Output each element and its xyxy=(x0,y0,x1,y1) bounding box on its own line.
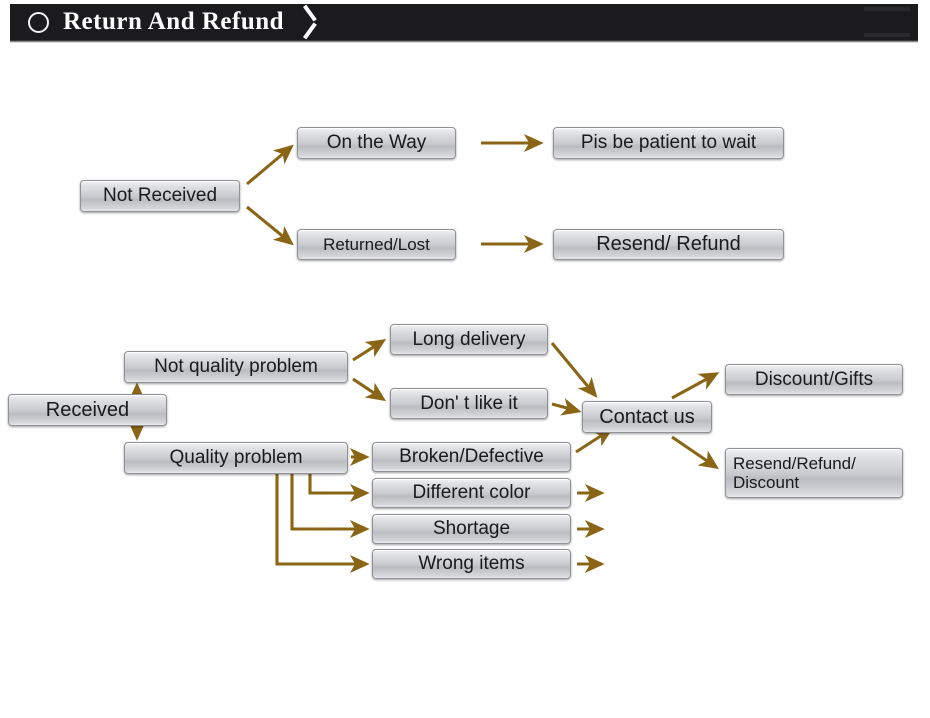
node-label: Long delivery xyxy=(412,328,526,350)
edge-notquality-dontlike xyxy=(352,377,387,402)
node-label: Discount/Gifts xyxy=(754,368,874,390)
node-label: Not quality problem xyxy=(154,356,318,377)
node-different-color[interactable]: Different color xyxy=(372,478,571,508)
edge-longdelivery-contactus xyxy=(550,342,598,398)
edge-quality-shortage xyxy=(290,474,370,538)
node-label: On the Way xyxy=(326,132,427,153)
node-resend-refund-discount[interactable]: Resend/Refund/ Discount xyxy=(725,448,903,498)
node-discount-gifts[interactable]: Discount/Gifts xyxy=(725,364,903,395)
node-not-received[interactable]: Not Received xyxy=(80,180,240,212)
node-received[interactable]: Received xyxy=(8,394,167,426)
edge-notreceived-ontheway xyxy=(246,144,294,186)
node-label: Not Received xyxy=(102,185,218,206)
edge-dontlike-contactus xyxy=(551,398,582,416)
edge-quality-diffcolor xyxy=(308,474,370,502)
edge-contactus-discountgifts xyxy=(671,372,720,400)
edge-quality-wrongitems xyxy=(275,474,370,573)
node-broken-defective[interactable]: Broken/Defective xyxy=(372,442,571,472)
edge-contactus-resendrefunddiscount xyxy=(671,435,720,470)
node-label: Resend/ Refund xyxy=(596,233,741,255)
header-shadow xyxy=(10,40,918,43)
edge-broken-contactus xyxy=(575,427,614,454)
node-pls-be-patient-to-wait[interactable]: Pis be patient to wait xyxy=(553,127,784,159)
node-resend-refund[interactable]: Resend/ Refund xyxy=(553,229,784,260)
node-label: Contact us xyxy=(599,405,695,428)
node-label: Quality problem xyxy=(169,447,303,468)
node-label: Don' t like it xyxy=(420,392,518,414)
node-dont-like-it[interactable]: Don' t like it xyxy=(390,388,548,419)
node-quality-problem[interactable]: Quality problem xyxy=(124,442,348,474)
node-wrong-items[interactable]: Wrong items xyxy=(372,549,571,579)
node-long-delivery[interactable]: Long delivery xyxy=(390,324,548,355)
node-label: Pis be patient to wait xyxy=(580,132,757,153)
node-label: Returned/Lost xyxy=(323,234,430,254)
node-label: Received xyxy=(45,398,130,421)
edge-notquality-longdelivery xyxy=(352,339,387,362)
page-title: Return And Refund xyxy=(63,8,285,35)
node-label: Resend/Refund/ Discount xyxy=(733,454,856,493)
node-label: Shortage xyxy=(432,518,511,539)
node-on-the-way[interactable]: On the Way xyxy=(297,127,456,159)
node-not-quality-problem[interactable]: Not quality problem xyxy=(124,351,348,383)
header-strip-bottom xyxy=(864,33,910,37)
node-returned-lost[interactable]: Returned/Lost xyxy=(297,229,456,260)
node-contact-us[interactable]: Contact us xyxy=(582,401,712,433)
page-header-bar: Return And Refund xyxy=(10,4,918,40)
node-label: Broken/Defective xyxy=(399,446,544,467)
edge-notreceived-returnedlost xyxy=(246,205,294,246)
circle-outline-icon xyxy=(28,11,49,33)
node-label: Wrong items xyxy=(418,553,525,574)
node-shortage[interactable]: Shortage xyxy=(372,514,571,544)
node-label: Different color xyxy=(412,482,531,503)
header-strip-top xyxy=(864,7,910,11)
